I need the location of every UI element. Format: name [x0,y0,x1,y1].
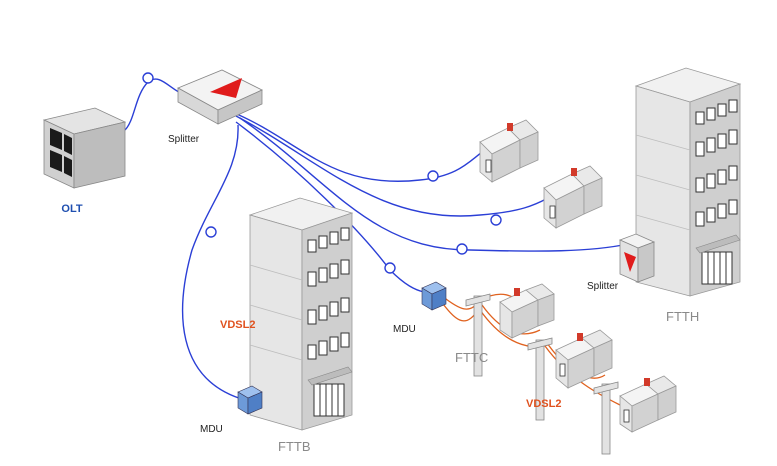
mdu-middle-label: MDU [393,324,416,335]
fiber-splitter-fttc [235,121,425,293]
house-icon [499,283,555,339]
fttc-label: FTTC [455,350,488,365]
fiber-splitter-house2 [235,115,549,217]
house-icon [543,165,603,229]
house-icon [555,329,613,389]
fiber-loops [142,72,502,274]
fiber-splitter-fttb [181,124,246,401]
fiber-splitter-house1 [231,111,486,182]
mdu-box-icon [421,281,447,311]
splitter-box-icon [618,233,656,283]
vdsl2-right-label: VDSL2 [526,398,561,410]
fiber-olt-splitter [124,78,186,131]
house-icon [619,375,677,433]
house-icon [479,119,539,183]
fiber-links [124,78,694,401]
mdu-bottom-label: MDU [200,424,223,435]
vdsl2-left-label: VDSL2 [220,319,255,331]
fiber-splitter-ftth [239,117,629,252]
splitter-box-icon [177,69,263,125]
splitter-top-label: Splitter [168,134,200,145]
fttb-label: FTTB [278,439,311,454]
mdu-box-icon [237,385,263,415]
apartment-building-icon [248,197,354,431]
ftth-label: FTTH [666,309,699,324]
olt-label: OLT [61,203,82,215]
splitter-right-label: Splitter [587,281,619,292]
olt-rack-icon [42,107,127,189]
utility-pole-icon [465,293,619,455]
